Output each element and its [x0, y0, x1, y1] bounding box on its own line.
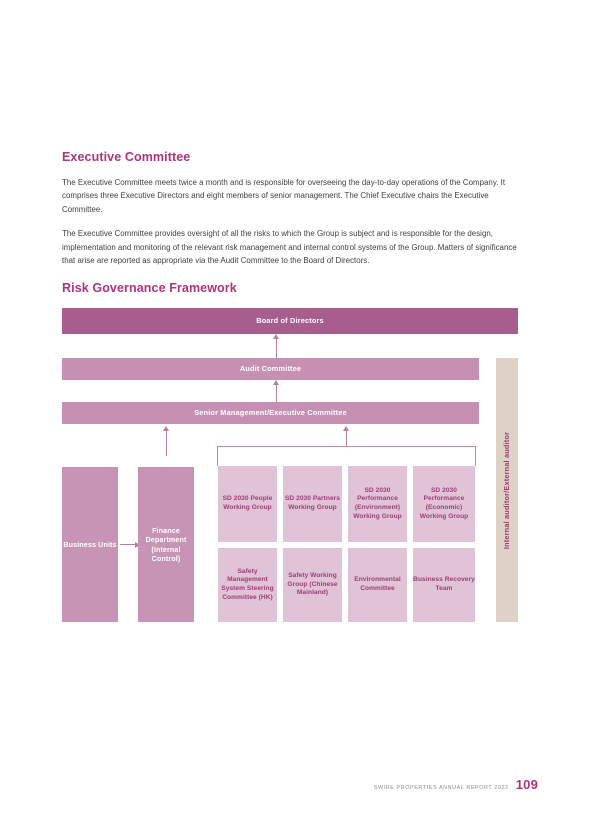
diagram-box-audit-committee: Audit Committee: [62, 358, 479, 380]
page-footer: SWIRE PROPERTIES ANNUAL REPORT 2022 109: [374, 777, 538, 792]
diagram-bracket: [217, 446, 476, 466]
diagram-box-committee-4: Business Recovery Team: [413, 548, 475, 622]
audit-committee-label: Audit Committee: [239, 364, 302, 374]
diagram-box-committee-3: Environmental Committee: [348, 548, 407, 622]
working-group-4-label: SD 2030 Performance (Economic) Working G…: [419, 486, 469, 520]
committee-3-label: Environmental Committee: [354, 576, 401, 592]
diagram-box-committee-2: Safety Working Group (Chinese Mainland): [283, 548, 342, 622]
diagram-box-working-group-1: SD 2030 People Working Group: [218, 466, 277, 542]
committee-4-label: Business Recovery Team: [413, 576, 475, 592]
diagram-box-working-group-4: SD 2030 Performance (Economic) Working G…: [413, 466, 475, 542]
working-group-1-label: SD 2030 People Working Group: [222, 495, 273, 511]
auditor-label: Internal auditor/External auditor: [502, 431, 512, 549]
diagram-box-business-units: Business Units: [62, 467, 118, 622]
working-group-3-label: SD 2030 Performance (Environment) Workin…: [353, 486, 402, 520]
arrow-finance-to-senior: [165, 430, 167, 456]
diagram-box-committee-1: Safety Management System Steering Commit…: [218, 548, 277, 622]
business-units-label: Business Units: [63, 539, 117, 549]
finance-department-label: Finance Department (Internal Control): [145, 525, 187, 564]
arrow-bracket-to-senior: [345, 430, 347, 446]
arrow-audit-to-board: [275, 338, 277, 358]
senior-management-label: Senior Management/Executive Committee: [194, 408, 347, 418]
executive-paragraph-1: The Executive Committee meets twice a mo…: [62, 178, 506, 214]
footer-report-text: SWIRE PROPERTIES ANNUAL REPORT 2022: [373, 785, 509, 791]
executive-committee-section: Executive Committee The Executive Commit…: [62, 150, 518, 267]
committee-1-label: Safety Management System Steering Commit…: [221, 567, 274, 601]
diagram-box-board-of-directors: Board of Directors: [62, 308, 518, 334]
diagram-box-working-group-3: SD 2030 Performance (Environment) Workin…: [348, 466, 407, 542]
diagram-box-finance-department: Finance Department (Internal Control): [138, 467, 194, 622]
executive-paragraph-2: The Executive Committee provides oversig…: [62, 229, 517, 266]
page-title: Executive Committee: [62, 150, 191, 164]
arrow-business-to-finance: [120, 544, 136, 546]
arrow-senior-to-audit: [275, 384, 277, 402]
diagram-box-senior-management: Senior Management/Executive Committee: [62, 402, 479, 424]
footer-page-number: 109: [515, 777, 538, 792]
diagram-box-working-group-2: SD 2030 Partners Working Group: [283, 466, 342, 542]
committee-2-label: Safety Working Group (Chinese Mainland): [287, 571, 338, 597]
working-group-2-label: SD 2030 Partners Working Group: [284, 495, 341, 511]
diagram-box-auditor: Internal auditor/External auditor: [496, 358, 518, 622]
board-of-directors-label: Board of Directors: [256, 316, 324, 326]
risk-governance-framework-title: Risk Governance Framework: [62, 281, 237, 295]
